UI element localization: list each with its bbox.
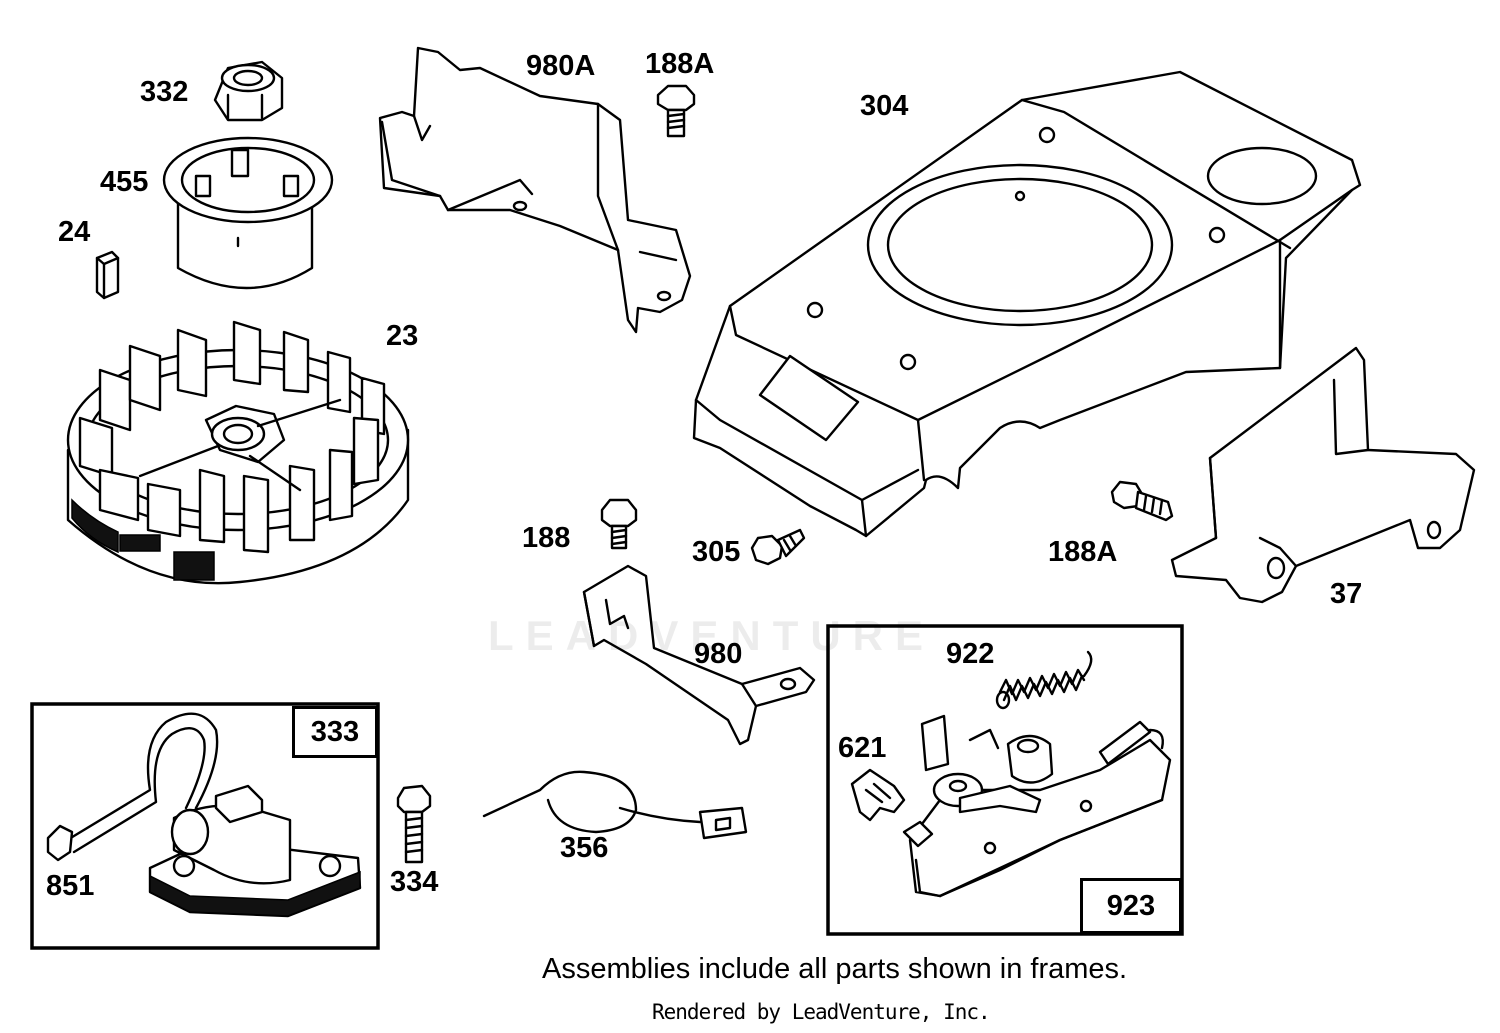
label-188A-right: 188A — [1048, 536, 1118, 568]
label-621: 621 — [838, 732, 887, 764]
blower-housing-304 — [692, 70, 1362, 538]
guard-37 — [1170, 346, 1476, 604]
label-332: 332 — [140, 76, 189, 108]
assemblies-note: Assemblies include all parts shown in fr… — [542, 953, 1128, 985]
ignition-armature-851 — [46, 712, 362, 918]
render-credit: Rendered by LeadVenture, Inc. — [652, 1000, 991, 1024]
label-455: 455 — [100, 166, 149, 198]
spring-922 — [995, 650, 1093, 710]
bolt-188A-right — [1110, 480, 1174, 522]
label-305: 305 — [692, 536, 741, 568]
ground-wire-356 — [482, 770, 748, 840]
clip-621 — [850, 768, 906, 822]
frame-333 — [30, 702, 380, 950]
flywheel-23 — [66, 320, 410, 585]
bolt-334 — [396, 784, 432, 864]
governor-control-923 — [902, 714, 1172, 898]
flywheel-key-24 — [95, 250, 120, 300]
bolt-188 — [600, 498, 638, 550]
bolt-305 — [750, 528, 806, 566]
label-980A: 980A — [526, 50, 596, 82]
label-851: 851 — [46, 870, 95, 902]
bolt-188A-top — [656, 84, 696, 138]
hex-nut-332 — [213, 60, 284, 122]
label-334: 334 — [390, 866, 439, 898]
watermark: LEADVENTURE — [488, 612, 936, 659]
label-188: 188 — [522, 522, 571, 554]
frame-923 — [826, 624, 1184, 936]
shield-bracket-980A — [378, 46, 692, 334]
frame-tag-923: 923 — [1080, 878, 1182, 934]
label-188A-top: 188A — [645, 48, 715, 80]
frame-tag-333: 333 — [292, 706, 378, 758]
label-23: 23 — [386, 320, 419, 352]
label-37: 37 — [1330, 578, 1363, 610]
starter-cup-455 — [162, 136, 334, 290]
bracket-980 — [582, 564, 816, 746]
label-24: 24 — [58, 216, 91, 248]
label-356: 356 — [560, 832, 609, 864]
label-304: 304 — [860, 90, 909, 122]
label-980: 980 — [694, 638, 743, 670]
label-922: 922 — [946, 638, 995, 670]
